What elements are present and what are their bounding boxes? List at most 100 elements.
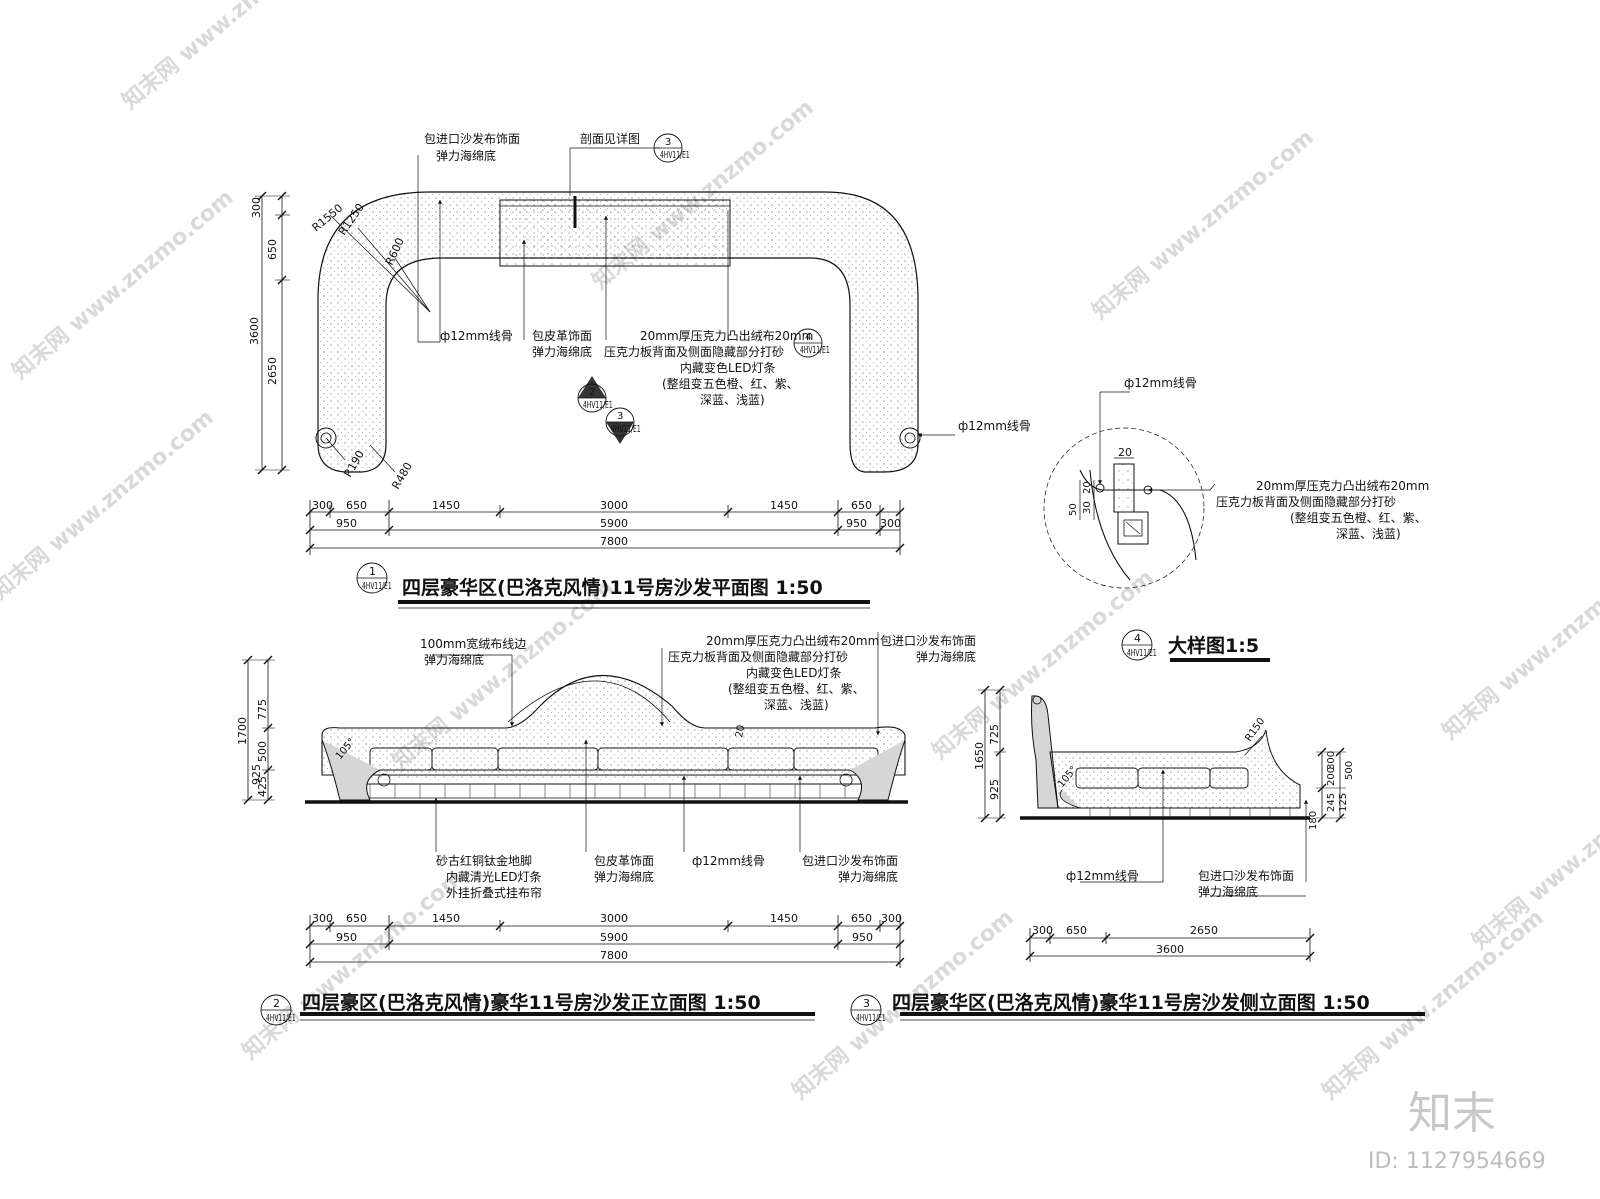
bubble-num: 1 <box>369 565 376 578</box>
acrylic-bar <box>1113 463 1135 513</box>
dim-side-vr: 245 <box>1326 793 1337 812</box>
dim-plan-h: 300 <box>880 517 901 530</box>
front-back-outline <box>321 675 906 776</box>
image-id: ID: 1127954669 <box>1368 1149 1546 1174</box>
side-title: 四层豪华区(巴洛克风情)豪华11号房沙发侧立面图 1:50 <box>892 991 1370 1014</box>
detail-dim-h: 20 <box>1082 481 1093 494</box>
dim-side-v: 1650 <box>973 742 986 770</box>
front-note-foam-3: 弹力海绵底 <box>594 869 654 884</box>
dim-side-h: 300 <box>1032 924 1053 937</box>
dim-side-h: 650 <box>1066 924 1087 937</box>
bubble-num: 2 <box>273 997 280 1010</box>
front-note-acrylic-1: 20mm厚压克力凸出绒布20mm <box>706 634 879 648</box>
front-note-velvet: 100mm宽绒布线边 <box>420 636 526 651</box>
dim-plan-h2: 5900 <box>600 517 628 530</box>
front-note-foam-4: 弹力海绵底 <box>838 869 898 884</box>
front-note-wire: ф12mm线骨 <box>692 854 765 868</box>
bubble-num: 4 <box>1134 632 1141 645</box>
front-note-acrylic-3: 内藏变色LED灯条 <box>746 665 842 680</box>
dim-front-h: 3000 <box>600 912 628 925</box>
bubble-ref: 4HV11/E1 <box>1127 646 1157 658</box>
bubble-ref: 4HV11/E1 <box>660 148 690 160</box>
note-acrylic-5: 深蓝、浅蓝) <box>700 393 765 407</box>
plan-ref-bubble-texts: 3 4HV11/E1 4 4HV11/E1 2 4HV11/E1 3 4HV11… <box>362 137 830 591</box>
watermark-text: 知末网 www.znzmo.com <box>0 404 219 604</box>
side-elevation <box>850 685 1425 1026</box>
dim-side-v: 925 <box>988 779 1001 800</box>
dim-front-h: 650 <box>851 912 872 925</box>
plan-view <box>255 147 955 609</box>
front-texts: 100mm宽绒布线边 弹力海绵底 20mm厚压克力凸出绒布20mm 压克力板背面… <box>236 633 976 1023</box>
watermark-text: 知末网 www.znzmo.com <box>7 184 238 384</box>
dim-front-v: 1700 <box>236 717 249 745</box>
detail-note-acrylic-1: 20mm厚压克力凸出绒布20mm <box>1256 479 1429 493</box>
detail-title: 大样图1:5 <box>1168 634 1259 657</box>
dim-front-total: 7800 <box>600 949 628 962</box>
dim-plan-h2: 950 <box>846 517 867 530</box>
watermark-text: 知末网 www.znzmo.com <box>237 864 468 1064</box>
front-note-leg-2: 内藏清光LED灯条 <box>446 870 542 884</box>
dim-front-h2: 950 <box>336 931 357 944</box>
front-elevation <box>242 632 908 1026</box>
front-note-acrylic-2: 压克力板背面及侧面隐藏部分打砂 <box>668 649 848 664</box>
dim-front-v: 500 <box>256 741 269 762</box>
front-note-fabric-2: 包进口沙发布饰面 <box>802 853 898 868</box>
dim-front-h: 1450 <box>770 912 798 925</box>
dim-plan-total: 7800 <box>600 535 628 548</box>
side-texts: 725 925 1650 200 300 500 245 125 180 R15… <box>856 716 1370 1023</box>
detail-note-acrylic-2: 压克力板背面及侧面隐藏部分打砂 <box>1216 494 1396 509</box>
dim-plan-h: 3000 <box>600 499 628 512</box>
dim-plan-v1: 650 <box>266 239 279 260</box>
dim-plan-h: 1450 <box>770 499 798 512</box>
side-note-fabric: 包进口沙发布饰面 <box>1198 868 1294 883</box>
dim-front-h: 300 <box>312 912 333 925</box>
dim-plan-h2: 950 <box>336 517 357 530</box>
dim-plan-h: 650 <box>346 499 367 512</box>
detail-dim-w: 20 <box>1118 446 1132 459</box>
bubble-ref: 4HV11/E1 <box>611 422 641 434</box>
note-acrylic-3: 内藏变色LED灯条 <box>680 360 776 375</box>
front-note-foam-2: 弹力海绵底 <box>916 649 976 664</box>
dim-front-v: 925 <box>250 764 263 785</box>
watermark-text: 知末网 www.znzmo.com <box>1087 124 1318 324</box>
bubble-ref: 4HV11/E1 <box>800 343 830 355</box>
note-fabric: 包进口沙发布饰面 <box>424 131 520 146</box>
radius-r480: R480 <box>389 460 415 491</box>
dim-plan-h: 1450 <box>432 499 460 512</box>
dim-side-vr: 180 <box>1308 811 1319 830</box>
bubble-ref: 4HV11/E1 <box>266 1011 296 1023</box>
front-note-acrylic-4: (整组变五色橙、红、紫、 <box>728 681 865 696</box>
brand-logo-text: 知末 <box>1408 1088 1496 1139</box>
dim-front-h: 1450 <box>432 912 460 925</box>
front-note-fabric: 包进口沙发布饰面 <box>880 633 976 648</box>
note-section-see: 剖面见详图 <box>580 131 640 146</box>
bubble-num: 2 <box>589 387 595 398</box>
dim-front-h: 300 <box>881 912 902 925</box>
detail-note-acrylic-5: 深蓝、浅蓝) <box>1336 527 1401 541</box>
plan-title: 四层豪华区(巴洛克风情)11号房沙发平面图 1:50 <box>402 576 823 599</box>
note-acrylic-2: 压克力板背面及侧面隐藏部分打砂 <box>604 344 784 359</box>
note-leather: 包皮革饰面 <box>532 329 592 343</box>
plan-texts: 包进口沙发布饰面 弹力海绵底 剖面见详图 ф12mm线骨 包皮革饰面 弹力海绵底… <box>248 131 1031 599</box>
side-note-wire: ф12mm线骨 <box>1066 869 1139 883</box>
side-back-outline <box>1031 695 1059 809</box>
dim-side-total: 3600 <box>1156 943 1184 956</box>
dim-front-angle: 20 <box>734 724 747 738</box>
dim-side-vr: 500 <box>1344 761 1355 780</box>
dim-front-v: 425 <box>256 776 269 797</box>
note-acrylic-4: (整组变五色橙、红、紫、 <box>662 376 799 391</box>
front-note-acrylic-5: 深蓝、浅蓝) <box>764 698 829 712</box>
front-note-leg-1: 砂古红铜钛金地脚 <box>436 853 532 868</box>
watermark-text: 知末网 www.znzmo.com <box>1437 544 1600 744</box>
detail-note-wire: ф12mm线骨 <box>1124 376 1197 390</box>
dim-front-h2: 950 <box>852 931 873 944</box>
dim-plan-h: 300 <box>312 499 333 512</box>
front-note-leather: 包皮革饰面 <box>594 854 654 868</box>
dim-plan-v2: 2650 <box>266 357 279 385</box>
bubble-ref: 4HV11/E1 <box>583 398 613 410</box>
detail-texts: ф12mm线骨 20 50 30 20 20mm厚压克力凸出绒布20mm 压克力… <box>1068 376 1429 658</box>
dim-plan-h: 650 <box>851 499 872 512</box>
bubble-num: 3 <box>665 137 671 148</box>
wire-core <box>1117 511 1149 545</box>
